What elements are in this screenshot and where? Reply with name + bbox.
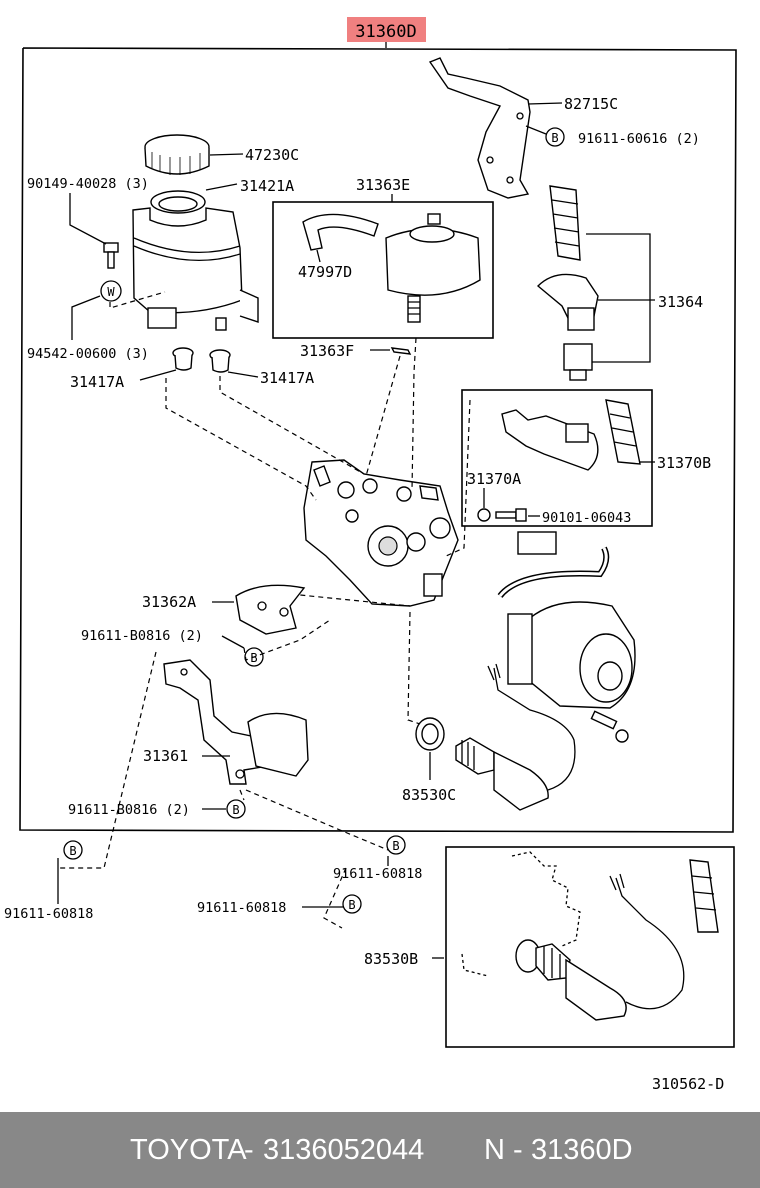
callout-31421A[interactable]: 31421A xyxy=(240,177,294,195)
bracket-31361-part[interactable] xyxy=(163,659,309,785)
nut-part[interactable] xyxy=(477,508,491,522)
callout-47230C[interactable]: 47230C xyxy=(245,146,299,164)
bolt-b-letter: B xyxy=(551,131,558,145)
callout-83530C[interactable]: 83530C xyxy=(402,786,456,804)
plate-31362A-part[interactable] xyxy=(235,584,306,635)
assembly-border xyxy=(19,47,737,833)
bolt-b-marker-31362A[interactable] xyxy=(244,647,264,667)
exploded-parts-diagram: 31360D 47230C 31421A 90149-40028 (3) W 9… xyxy=(4,17,737,1093)
solenoid-31370A-part[interactable] xyxy=(501,409,599,471)
bolt-b-marker-31361[interactable] xyxy=(226,799,246,819)
seal-31363F-part[interactable] xyxy=(390,347,412,355)
footer-separator: - xyxy=(236,1134,262,1166)
hose-47997D-part[interactable] xyxy=(302,213,379,251)
callout-31363E[interactable]: 31363E xyxy=(356,176,410,194)
accumulator-part[interactable] xyxy=(385,213,481,323)
connector-31364-part[interactable] xyxy=(536,273,599,331)
bolt-b-marker-mid[interactable] xyxy=(386,835,406,855)
callout-83530B[interactable]: 83530B xyxy=(364,950,418,968)
grommet-31417A-left-part[interactable] xyxy=(172,347,194,371)
callout-31370B[interactable]: 31370B xyxy=(657,454,711,472)
callout-31364[interactable]: 31364 xyxy=(658,293,703,311)
callout-82715C[interactable]: 82715C xyxy=(564,95,618,113)
bolt-b-marker-low[interactable] xyxy=(342,894,362,914)
assembly-number-label[interactable]: 31360D xyxy=(355,22,416,42)
callout-31370A[interactable]: 31370A xyxy=(467,470,521,488)
footer-variant-prefix: N xyxy=(484,1134,505,1166)
assembly-number-highlight xyxy=(347,17,426,42)
grommet-31417A-right-part[interactable] xyxy=(209,349,231,373)
footer-part-number[interactable]: 3136052044 xyxy=(263,1134,425,1166)
clip-31370B-part[interactable] xyxy=(605,399,641,465)
callout-94542-00600[interactable]: 94542-00600 (3) xyxy=(27,346,149,362)
pressure-sensor-part[interactable] xyxy=(455,663,576,811)
bolt-b-letter: B xyxy=(232,803,239,817)
callout-91611-60616[interactable]: 91611-60616 (2) xyxy=(578,131,700,147)
washer-w-letter: W xyxy=(107,285,115,299)
pump-motor-part[interactable] xyxy=(497,531,636,743)
callout-91611-B0816-top[interactable]: 91611-B0816 (2) xyxy=(81,628,203,644)
solenoid-kit-box xyxy=(461,389,653,527)
washer-w-marker[interactable] xyxy=(100,280,122,302)
callout-91611-60818-low[interactable]: 91611-60818 xyxy=(197,900,286,916)
bolt-b-letter: B xyxy=(69,844,76,858)
callout-90149-40028[interactable]: 90149-40028 (3) xyxy=(27,176,149,192)
clip-83530B-part[interactable] xyxy=(689,859,719,933)
part-footer-bar: TOYOTA - 3136052044 N - 31360D xyxy=(0,1112,760,1188)
reservoir-strainer-part[interactable] xyxy=(150,190,206,214)
bolt-b-marker-left[interactable] xyxy=(63,840,83,860)
bolt-90101-part[interactable] xyxy=(495,508,527,522)
callout-91611-60818-left[interactable]: 91611-60818 xyxy=(4,906,93,922)
bolt-90149-part[interactable] xyxy=(103,242,119,269)
callout-91611-60818-mid[interactable]: 91611-60818 xyxy=(333,866,422,882)
clip-31364-part[interactable] xyxy=(549,185,581,261)
callout-31417A-right[interactable]: 31417A xyxy=(260,369,314,387)
callout-31361[interactable]: 31361 xyxy=(143,747,188,765)
reservoir-cap-part[interactable] xyxy=(144,134,210,175)
callout-31417A-left[interactable]: 31417A xyxy=(70,373,124,391)
bolt-b-letter: B xyxy=(348,898,355,912)
callout-91611-B0816-bottom[interactable]: 91611-B0816 (2) xyxy=(68,802,190,818)
callout-90101-06043[interactable]: 90101-06043 xyxy=(542,510,631,526)
sensor-83530B-box xyxy=(445,846,735,1048)
sensor-83530B-part[interactable] xyxy=(461,851,685,1021)
diagram-reference: 310562-D xyxy=(652,1075,724,1093)
footer-brand: TOYOTA xyxy=(130,1134,247,1166)
plug-31364-part[interactable] xyxy=(563,343,593,381)
bolt-b-letter: B xyxy=(250,651,257,665)
bolt-b-letter: B xyxy=(392,839,399,853)
reservoir-tank-part[interactable] xyxy=(132,207,259,331)
callout-31363F[interactable]: 31363F xyxy=(300,342,354,360)
pump-body-part[interactable] xyxy=(303,459,459,607)
bracket-82715C-part[interactable] xyxy=(428,57,531,199)
callout-31362A[interactable]: 31362A xyxy=(142,593,196,611)
accumulator-kit-box xyxy=(272,201,494,339)
footer-separator-2: - xyxy=(505,1134,531,1166)
footer-variant-code[interactable]: 31360D xyxy=(531,1134,633,1166)
oring-83530C-part[interactable] xyxy=(415,717,445,751)
bolt-b-marker-82715C[interactable] xyxy=(545,127,565,147)
callout-47997D[interactable]: 47997D xyxy=(298,263,352,281)
